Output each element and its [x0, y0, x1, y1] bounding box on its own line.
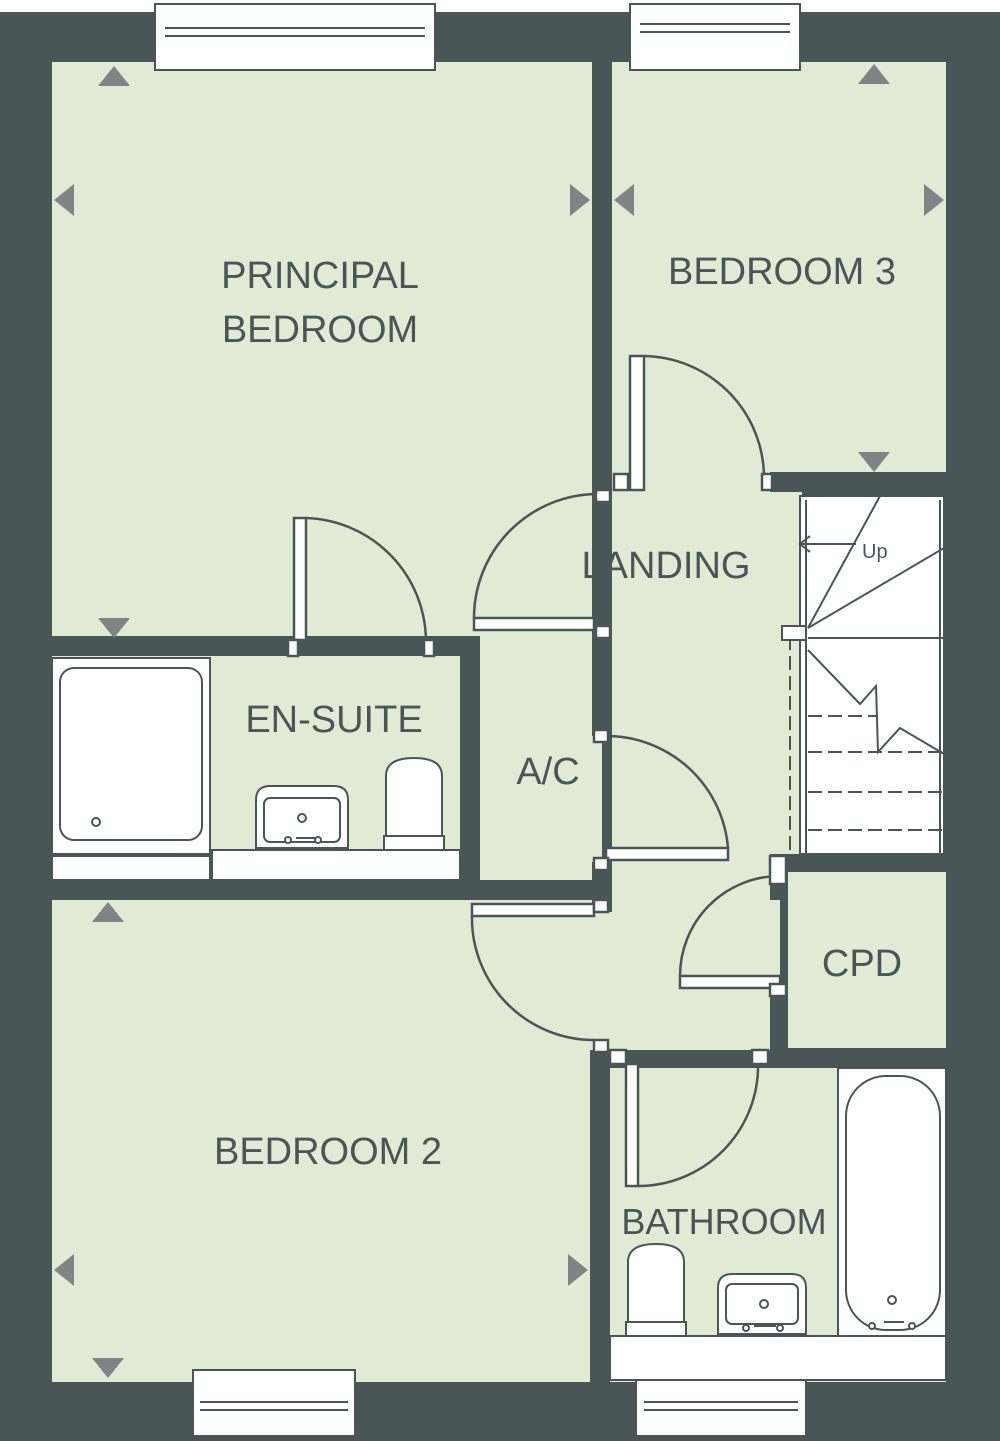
arrow-down [92, 1358, 124, 1378]
staircase: Up [781, 495, 945, 855]
room-label-principal-bedroom-line2: BEDROOM [222, 309, 418, 351]
wall [430, 640, 480, 656]
stairs-up-label: Up [862, 541, 888, 563]
wall [52, 880, 602, 900]
en-suite-counter-bottom [51, 855, 211, 881]
arrow-down [858, 452, 890, 472]
wall [770, 854, 946, 872]
room-label-cupboard: CPD [822, 943, 902, 985]
room-label-landing: LANDING [582, 545, 751, 587]
arrow-left [614, 184, 634, 216]
arrow-down [98, 618, 130, 638]
wall [788, 1048, 946, 1068]
door-bedroom-2 [470, 898, 610, 1054]
en-suite-fixtures [51, 657, 461, 881]
dimension-arrows [54, 64, 944, 1378]
wall [592, 40, 612, 472]
arrow-right [924, 184, 944, 216]
door-bathroom [608, 1048, 770, 1188]
door-en-suite [286, 516, 436, 658]
toilet [627, 1242, 685, 1325]
room-label-bedroom-2: BEDROOM 2 [214, 1131, 442, 1173]
windows [154, 3, 807, 1437]
wall [770, 472, 946, 492]
toilet [385, 756, 443, 837]
landing-floor [612, 472, 802, 872]
wall [590, 1050, 610, 1382]
room-label-bedroom-3: BEDROOM 3 [668, 251, 896, 293]
doors [286, 354, 788, 1188]
interior-walls [52, 40, 946, 1382]
arrow-left [54, 184, 74, 216]
bedroom-3-floor [612, 62, 946, 472]
room-labels: PRINCIPAL BEDROOM BEDROOM 3 LANDING EN-S… [214, 251, 902, 1242]
room-label-en-suite: EN-SUITE [245, 699, 422, 741]
window [629, 3, 801, 71]
room-label-principal-bedroom-line1: PRINCIPAL [221, 255, 419, 297]
wall [770, 990, 788, 1050]
room-label-bathroom: BATHROOM [621, 1201, 826, 1242]
landing-floor-upper [612, 492, 802, 512]
door-airing-cupboard [592, 728, 730, 872]
wall [592, 636, 612, 736]
cpd-floor [788, 872, 946, 1048]
arrow-right [568, 1254, 588, 1286]
bedroom-2-floor [52, 900, 592, 1382]
bathroom-fixtures [609, 1067, 947, 1381]
vanity-counter [211, 849, 461, 881]
bathroom-counter [609, 1335, 947, 1381]
room-label-airing-cupboard: A/C [516, 751, 579, 793]
wall [52, 636, 292, 656]
arrow-right [570, 184, 590, 216]
door-bedroom-3 [612, 354, 774, 492]
landing-floor-mid [480, 636, 602, 882]
arrow-up [92, 902, 124, 922]
door-cupboard [678, 854, 788, 998]
arrow-up [98, 66, 130, 86]
arrow-up [858, 64, 890, 84]
door-principal-bedroom [472, 488, 612, 640]
wall [460, 656, 480, 884]
arrow-left [54, 1254, 74, 1286]
